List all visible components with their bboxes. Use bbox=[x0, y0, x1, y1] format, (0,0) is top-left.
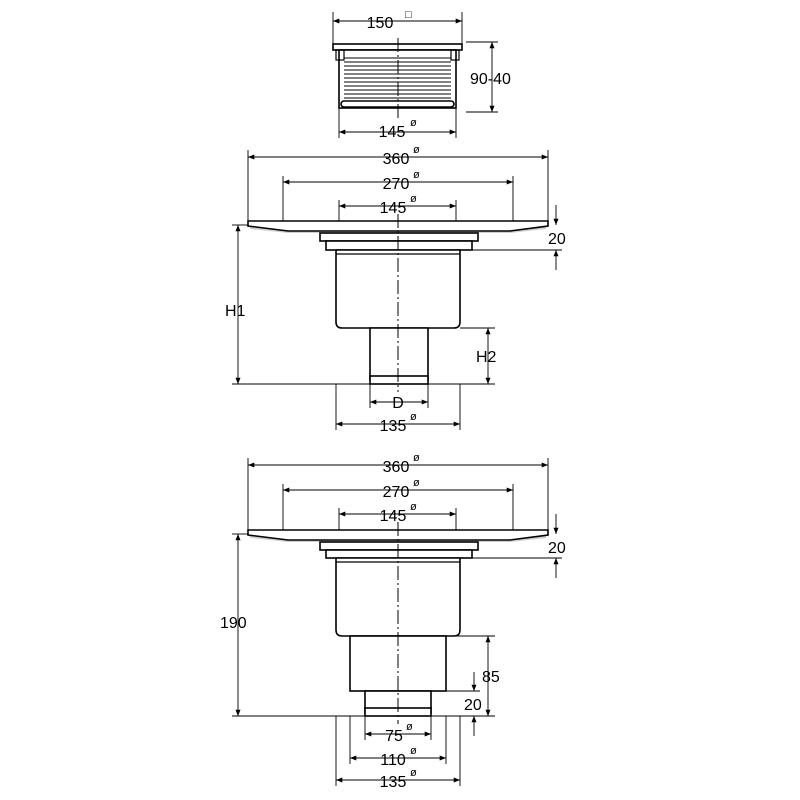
top-view-insert: 150 □ 90-40 145 ø bbox=[332, 9, 511, 141]
square-symbol: □ bbox=[405, 9, 412, 21]
dim-label-190: 190 bbox=[220, 615, 247, 632]
dim-label-110: 110 bbox=[380, 752, 406, 769]
dim-label-360: 360 bbox=[383, 459, 410, 476]
dim-label-20: 20 bbox=[548, 540, 566, 557]
dim-label-145: 145 bbox=[380, 200, 407, 217]
dim-label-145-top: 145 bbox=[379, 124, 406, 141]
middle-view-section: 360 ø 270 ø 145 ø 20 H1 H2 D 135 ø bbox=[225, 144, 566, 435]
dim-label-d: D bbox=[392, 395, 404, 412]
dim-label-135: 135 bbox=[380, 774, 407, 791]
dim-label-90-40: 90-40 bbox=[470, 71, 511, 88]
diameter-symbol: ø bbox=[410, 767, 417, 779]
diameter-symbol: ø bbox=[410, 501, 417, 513]
dim-label-h1: H1 bbox=[225, 303, 246, 320]
dim-label-360: 360 bbox=[383, 151, 410, 168]
bottom-view-section: 360 ø 270 ø 145 ø 20 190 85 20 75 ø 110 … bbox=[220, 452, 566, 791]
diameter-symbol: ø bbox=[413, 452, 420, 464]
dim-label-135: 135 bbox=[380, 418, 407, 435]
diameter-symbol: ø bbox=[406, 721, 413, 733]
dim-label-150: 150 bbox=[367, 15, 394, 32]
dim-label-h2: H2 bbox=[476, 349, 497, 366]
diameter-symbol: ø bbox=[410, 745, 417, 757]
dim-label-75: 75 bbox=[385, 728, 403, 745]
diameter-symbol: ø bbox=[413, 144, 420, 156]
dim-label-20-outlet: 20 bbox=[464, 697, 482, 714]
diameter-symbol: ø bbox=[413, 477, 420, 489]
dim-label-145: 145 bbox=[380, 508, 407, 525]
diameter-symbol: ø bbox=[410, 411, 417, 423]
dim-label-270: 270 bbox=[383, 484, 410, 501]
diameter-symbol: ø bbox=[410, 193, 417, 205]
dim-label-20: 20 bbox=[548, 231, 566, 248]
diameter-symbol: ø bbox=[410, 117, 417, 129]
dim-label-85: 85 bbox=[482, 669, 500, 686]
dim-label-270: 270 bbox=[383, 176, 410, 193]
diameter-symbol: ø bbox=[413, 169, 420, 181]
